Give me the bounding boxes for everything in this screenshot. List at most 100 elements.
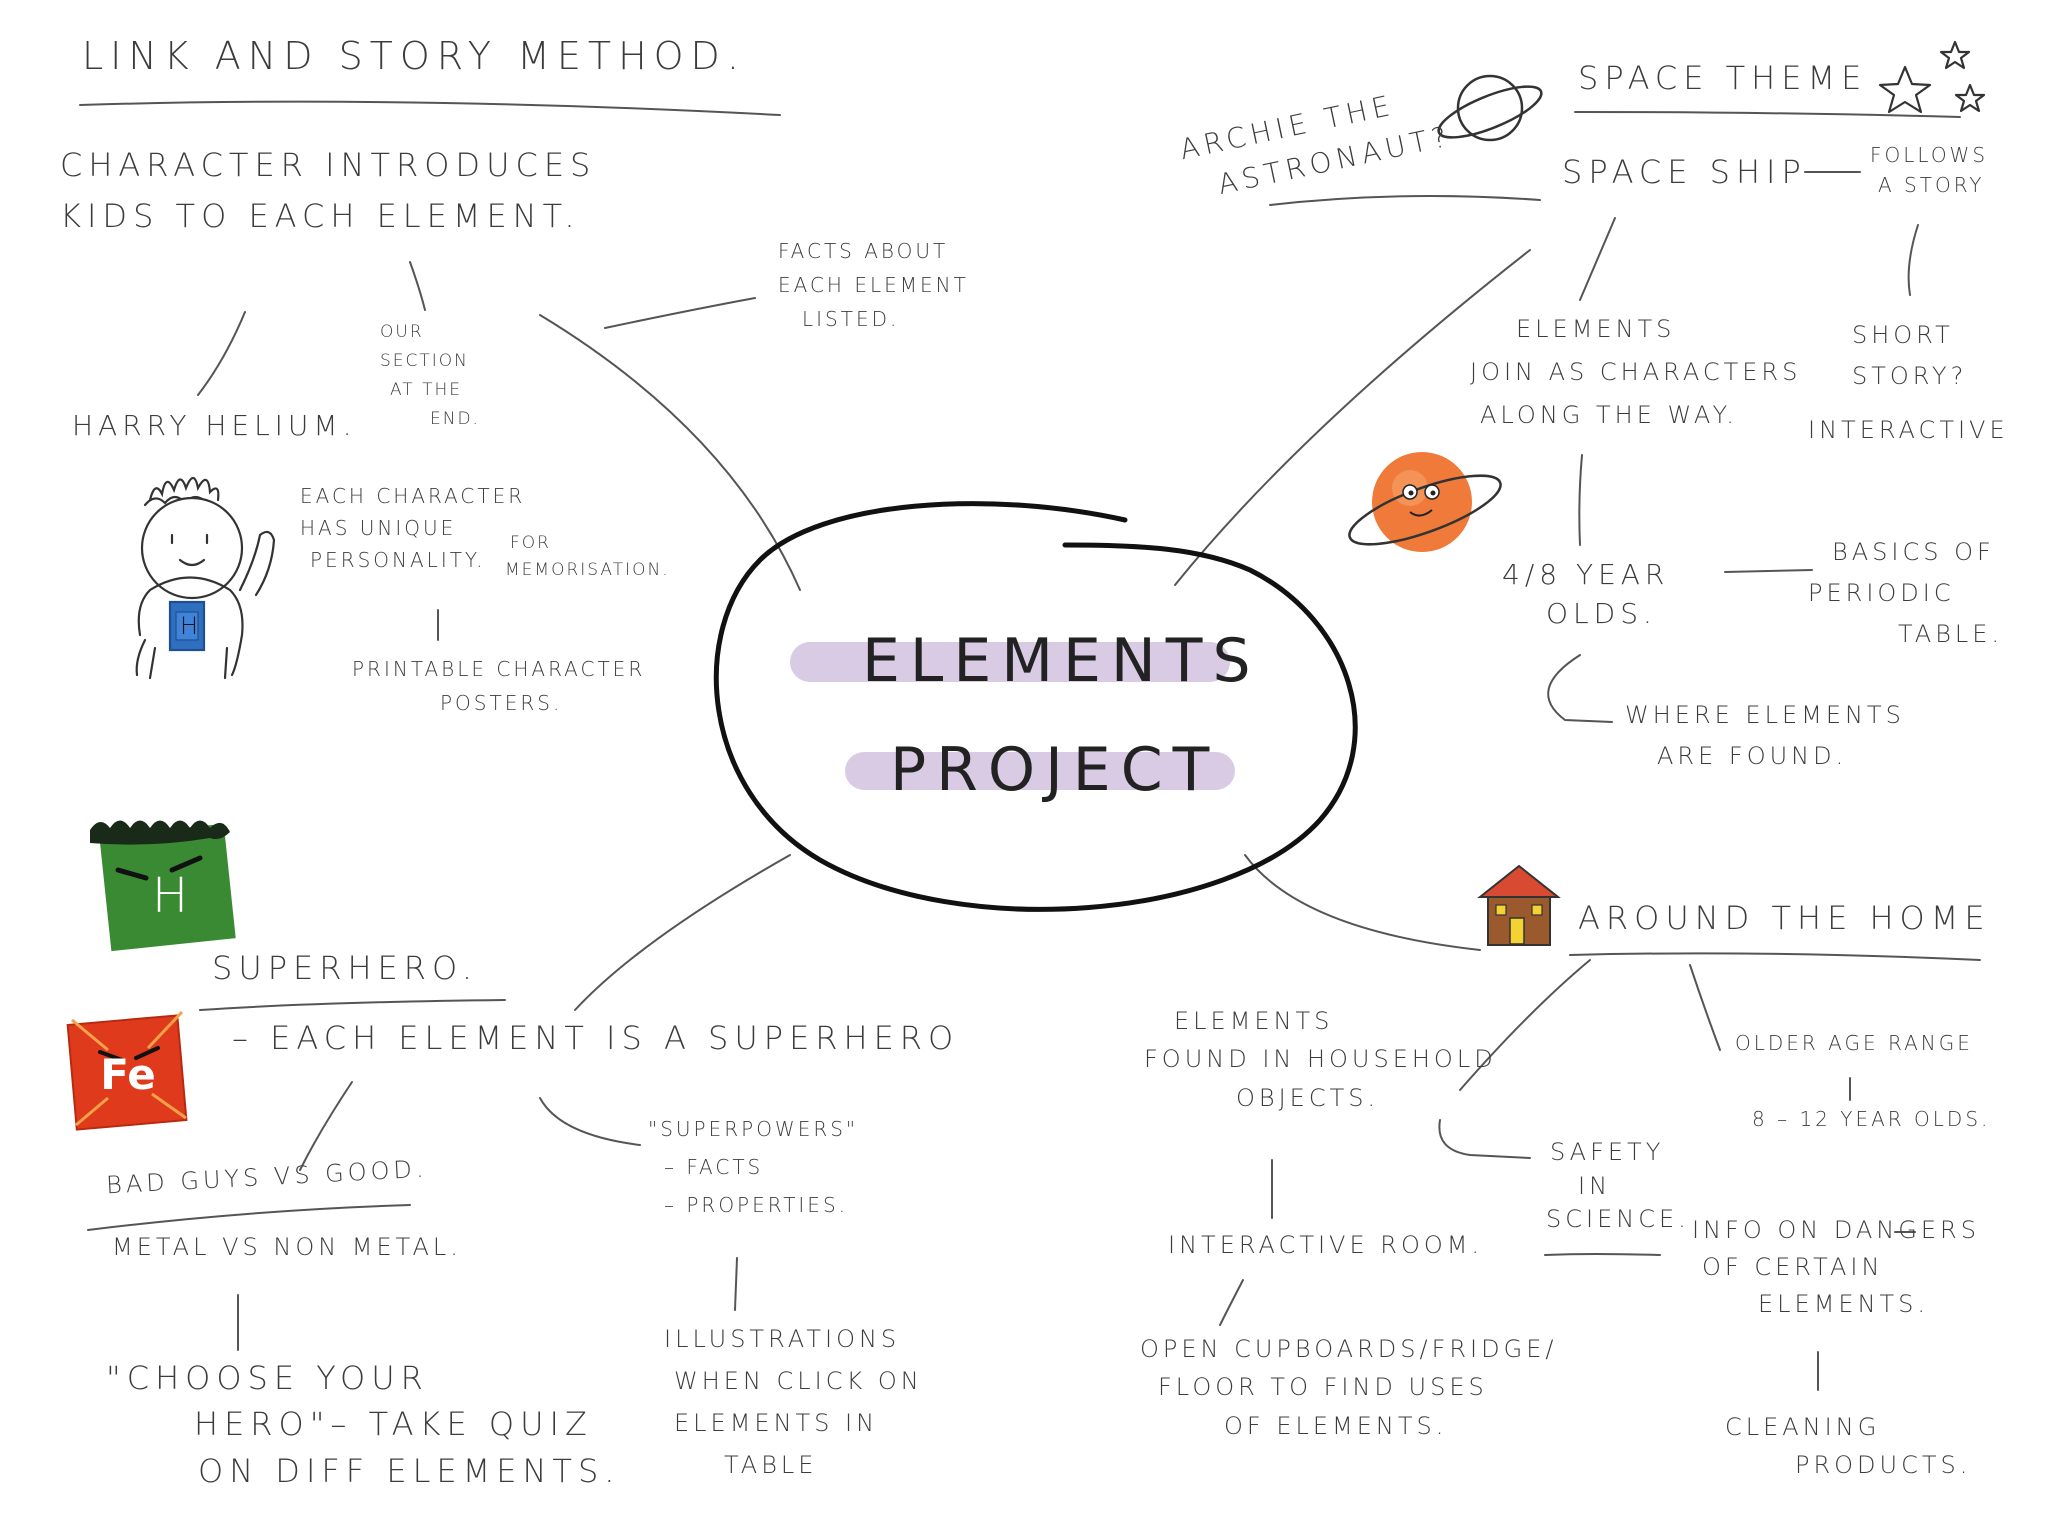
choose-line-1: "CHOOSE YOUR: [106, 1359, 429, 1397]
short-story-line-1: SHORT: [1852, 321, 1954, 349]
dangers-note: INFO ON DANGERS OF CERTAIN ELEMENTS.: [1692, 1212, 1980, 1324]
cupboards-line-2: FLOOR TO FIND USES: [1158, 1373, 1488, 1402]
each-element-superhero: – EACH ELEMENT IS A SUPERHERO: [232, 1019, 960, 1057]
intro-line-1: CHARACTER INTRODUCES: [60, 146, 597, 184]
house-icon: [1477, 864, 1561, 946]
iron-hero-icon: [66, 1010, 188, 1131]
quiz-line-4: END.: [430, 408, 480, 429]
superhero-heading: SUPERHERO.: [212, 949, 479, 987]
facts-line-2: EACH ELEMENT: [778, 273, 969, 297]
space-ship-label: SPACE SHIP: [1562, 153, 1807, 191]
choose-line-3: ON DIFF ELEMENTS.: [198, 1451, 621, 1490]
basics-line-2: PERIODIC: [1808, 578, 1955, 607]
harry-badge-letter: H: [179, 612, 199, 640]
follows-story-note: FOLLOWS A STORY: [1870, 140, 1988, 200]
space-age-note: 4/8 YEAR OLDS.: [1502, 555, 1669, 633]
posters-note: PRINTABLE CHARACTER POSTERS.: [352, 652, 645, 720]
hydrogen-badge-letter: H: [151, 868, 189, 924]
cleaning-line-1: CLEANING: [1725, 1413, 1881, 1441]
facts-note: FACTS ABOUT EACH ELEMENT LISTED.: [778, 234, 969, 336]
illustrations-line-2: WHEN CLICK ON: [674, 1367, 923, 1395]
where-found-note: WHERE ELEMENTS ARE FOUND.: [1625, 695, 1905, 777]
superpowers-line-3: – PROPERTIES.: [664, 1193, 848, 1217]
illustrations-line-4: TABLE: [724, 1451, 818, 1479]
facts-line-1: FACTS ABOUT: [778, 239, 949, 263]
quiz-line-1: OUR: [380, 322, 424, 342]
memorisation-line-1: FOR: [510, 533, 551, 553]
basics-line-3: TABLE.: [1898, 619, 2004, 648]
interactive-room-label: INTERACTIVE ROOM.: [1168, 1231, 1484, 1259]
superpowers-line-2: – FACTS: [664, 1155, 764, 1179]
intro-line-2: KIDS TO EACH ELEMENT.: [60, 197, 581, 236]
where-line-1: WHERE ELEMENTS: [1625, 701, 1905, 729]
memorisation-line-2: MEMORISATION.: [505, 560, 670, 581]
choose-line-2: HERO"– TAKE QUIZ: [194, 1405, 593, 1444]
join-line-1: ELEMENTS: [1516, 315, 1676, 343]
interactive-label: INTERACTIVE: [1808, 416, 2009, 444]
quiz-line-2: SECTION: [380, 350, 469, 371]
cleaning-note: CLEANING PRODUCTS.: [1725, 1408, 1971, 1485]
space-age-line-2: OLDS.: [1546, 597, 1657, 631]
space-age-line-1: 4/8 YEAR: [1502, 558, 1670, 591]
connector-lines: [79, 100, 1981, 1391]
posters-line-1: PRINTABLE CHARACTER: [352, 657, 646, 681]
cupboards-line-3: OF ELEMENTS.: [1224, 1411, 1448, 1440]
follows-line-1: FOLLOWS: [1870, 143, 1989, 167]
memorisation-note: FOR MEMORISATION.: [505, 530, 670, 584]
quiz-line-3: AT THE: [390, 379, 463, 400]
safety-line-2: IN: [1578, 1171, 1612, 1200]
space-theme-heading: SPACE THEME: [1578, 59, 1868, 97]
join-characters-note: ELEMENTS JOIN AS CHARACTERS ALONG THE WA…: [1470, 308, 1801, 438]
hydrogen-hero-icon: [90, 820, 236, 952]
dangers-line-3: ELEMENTS.: [1758, 1290, 1930, 1319]
iron-badge-letter: Fe: [100, 1050, 156, 1099]
quiz-section-note: OUR SECTION AT THE END.: [380, 318, 480, 434]
where-line-2: ARE FOUND.: [1657, 741, 1848, 770]
link-story-intro: CHARACTER INTRODUCES KIDS TO EACH ELEMEN…: [60, 140, 596, 242]
follows-line-2: A STORY: [1878, 173, 1985, 197]
illustrations-note: ILLUSTRATIONS WHEN CLICK ON ELEMENTS IN …: [664, 1318, 923, 1486]
around-home-heading: AROUND THE HOME: [1578, 899, 1991, 937]
basics-line-1: BASICS OF: [1832, 538, 1995, 566]
superpowers-note: "SUPERPOWERS" – FACTS – PROPERTIES.: [648, 1110, 858, 1224]
facts-line-3: LISTED.: [802, 307, 900, 331]
short-story-note: SHORT STORY?: [1852, 315, 1967, 397]
safety-line-3: SCIENCE.: [1546, 1205, 1690, 1234]
household-note: ELEMENTS FOUND IN HOUSEHOLD OBJECTS.: [1144, 1002, 1497, 1117]
illustrations-line-1: ILLUSTRATIONS: [664, 1325, 901, 1353]
join-line-3: ALONG THE WAY.: [1480, 401, 1738, 430]
stars-icon: [1878, 40, 1986, 114]
posters-line-2: POSTERS.: [440, 691, 563, 715]
short-story-line-2: STORY?: [1852, 361, 1968, 390]
central-ellipse: [713, 501, 1358, 912]
cupboards-line-1: OPEN CUPBOARDS/FRIDGE/: [1140, 1335, 1558, 1363]
center-title-line2: PROJECT: [890, 735, 1220, 805]
personality-line-3: PERSONALITY.: [310, 548, 486, 572]
basics-note: BASICS OF PERIODIC TABLE.: [1808, 532, 2003, 654]
cleaning-line-2: PRODUCTS.: [1795, 1451, 1972, 1480]
personality-line-1: EACH CHARACTER: [300, 484, 526, 508]
orange-planet-icon: [1348, 452, 1502, 552]
illustrations-line-3: ELEMENTS IN: [674, 1409, 879, 1437]
household-line-2: FOUND IN HOUSEHOLD: [1144, 1045, 1497, 1074]
older-age-years: 8 – 12 YEAR OLDS.: [1752, 1107, 1991, 1131]
choose-hero-note: "CHOOSE YOUR HERO"– TAKE QUIZ ON DIFF EL…: [106, 1355, 620, 1494]
link-story-heading: LINK AND STORY METHOD.: [82, 34, 746, 78]
metal-note: METAL VS NON METAL.: [112, 1233, 462, 1261]
harry-helium-label: HARRY HELIUM.: [72, 409, 357, 442]
household-line-1: ELEMENTS: [1174, 1007, 1334, 1035]
cupboards-note: OPEN CUPBOARDS/FRIDGE/ FLOOR TO FIND USE…: [1140, 1330, 1557, 1445]
center-title-line1: ELEMENTS: [862, 626, 1261, 696]
older-age-range: OLDER AGE RANGE: [1735, 1031, 1973, 1055]
planet-icon: [1437, 74, 1543, 142]
safety-line-1: SAFETY: [1550, 1138, 1665, 1166]
safety-note: SAFETY IN SCIENCE.: [1546, 1136, 1690, 1237]
dangers-line-2: OF CERTAIN: [1702, 1253, 1884, 1282]
personality-line-2: HAS UNIQUE: [300, 516, 457, 540]
personality-note: EACH CHARACTER HAS UNIQUE PERSONALITY.: [300, 480, 525, 576]
dangers-line-1: INFO ON DANGERS: [1692, 1216, 1980, 1244]
harry-helium-character: [135, 476, 276, 680]
household-line-3: OBJECTS.: [1236, 1083, 1380, 1112]
